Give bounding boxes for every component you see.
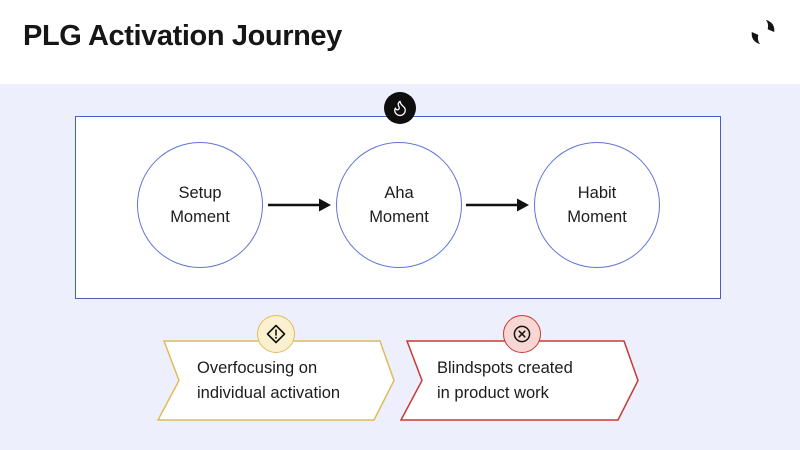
page-title: PLG Activation Journey [23, 20, 342, 52]
stage-label: Setup Moment [170, 184, 230, 226]
callout-line: in product work [437, 384, 549, 402]
stage-node-aha-moment: Aha Moment [336, 142, 462, 268]
reforge-logo-icon [748, 17, 778, 47]
stage-label: Habit Moment [567, 184, 627, 226]
diagram-area: Setup Moment Aha Moment Habit Moment Ove… [0, 84, 800, 450]
header: PLG Activation Journey [0, 0, 800, 84]
callout-ribbon-error [399, 340, 639, 421]
flame-badge [384, 92, 416, 124]
arrow-right-icon [268, 198, 331, 212]
error-badge [503, 315, 541, 353]
circled-x-icon [513, 325, 531, 343]
callout-line: Overfocusing on [197, 359, 318, 377]
diamond-exclamation-icon [266, 324, 286, 344]
stage-node-setup-moment: Setup Moment [137, 142, 263, 268]
warning-badge [257, 315, 295, 353]
callout-text-error: Blindspots created in product work [437, 356, 573, 406]
stage-label: Aha Moment [369, 184, 429, 226]
callout-ribbon-warning [156, 340, 395, 421]
callout-text-warning: Overfocusing on individual activation [197, 356, 340, 406]
stage-node-habit-moment: Habit Moment [534, 142, 660, 268]
connector-arrows [268, 198, 529, 212]
callout-line: individual activation [197, 384, 341, 402]
callout-line: Blindspots created [437, 359, 573, 377]
flame-icon [394, 100, 406, 117]
arrow-right-icon [466, 198, 529, 212]
